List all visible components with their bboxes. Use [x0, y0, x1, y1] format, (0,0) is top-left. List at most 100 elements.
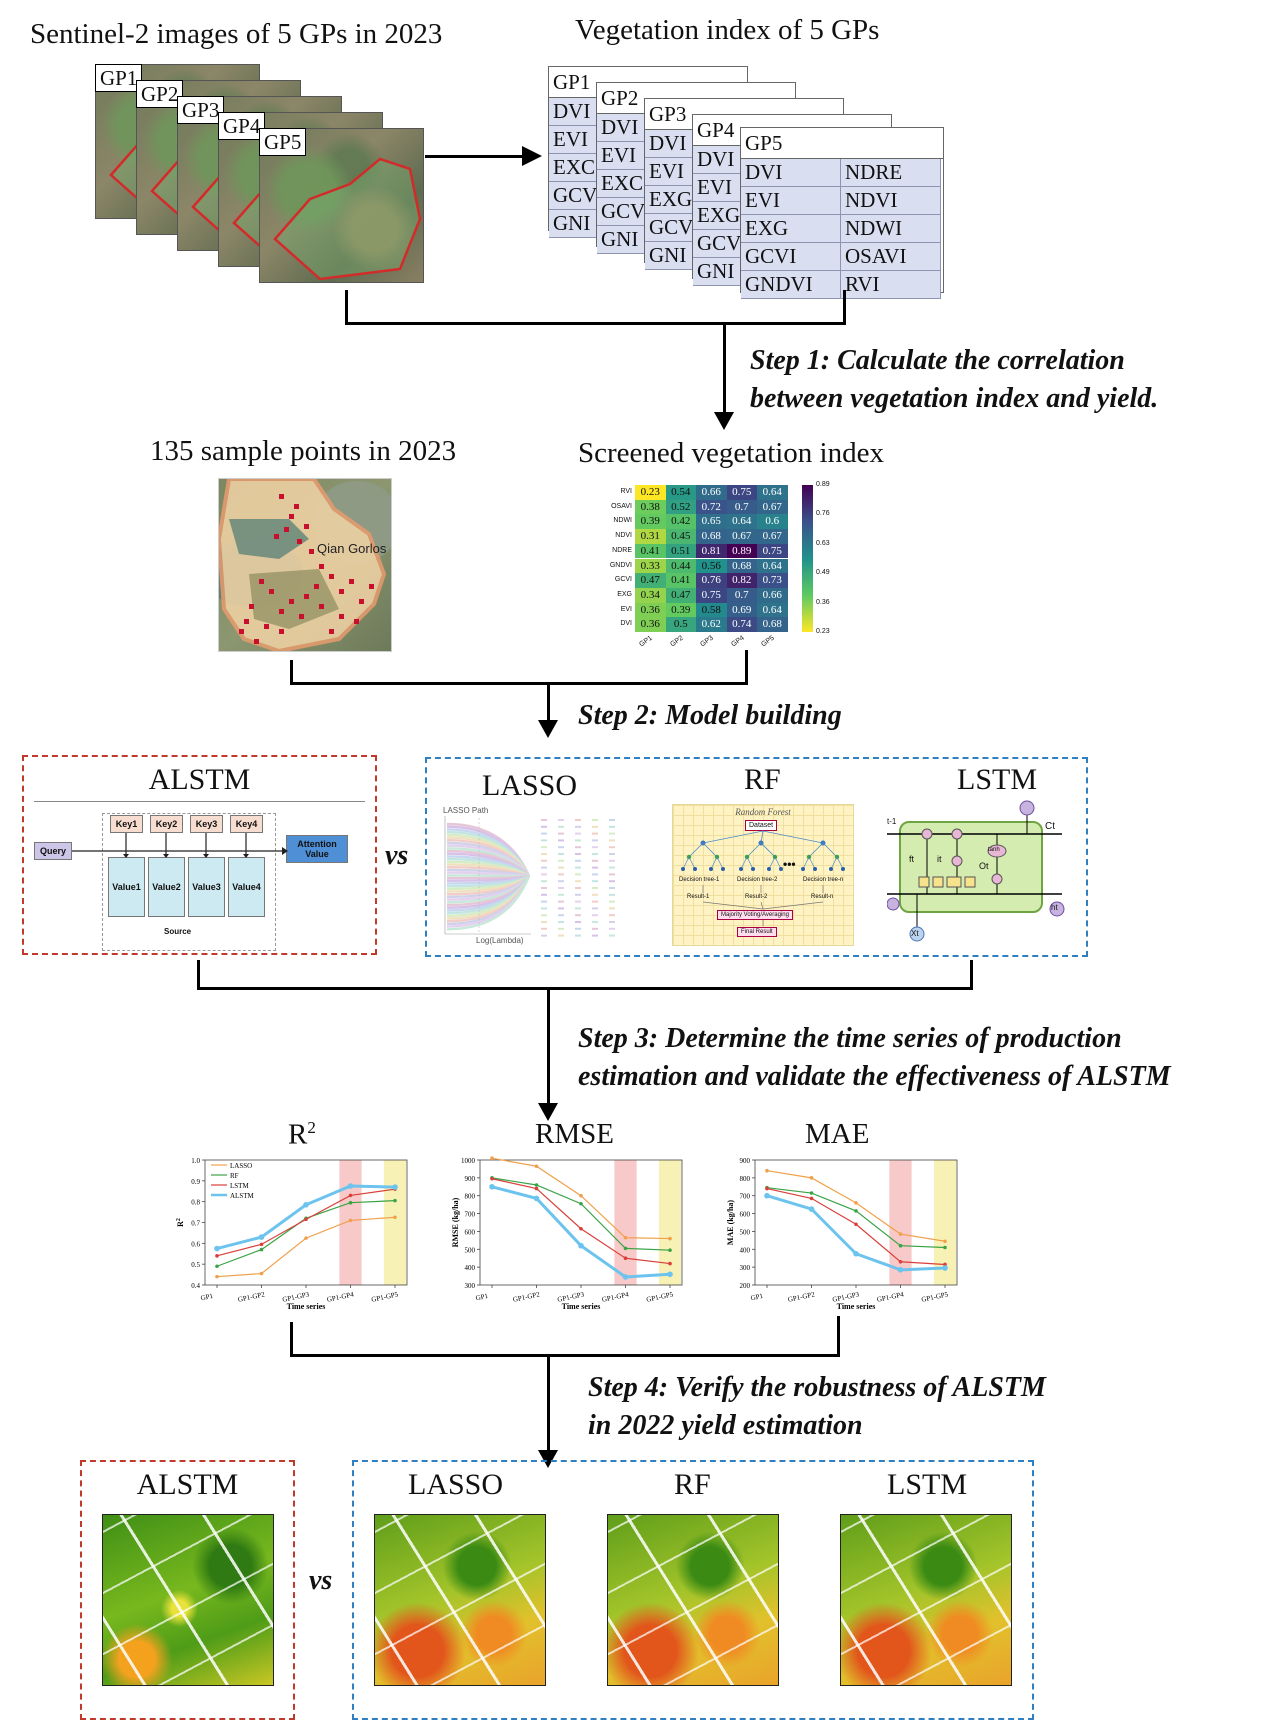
series-line-rf — [216, 1200, 396, 1267]
baseline-maps-box: LASSO RF LSTM — [352, 1460, 1034, 1720]
x-tick-label: GP1-GP2 — [787, 1290, 816, 1304]
y-tick-label: 500 — [465, 1246, 476, 1254]
data-point-rf — [623, 1246, 628, 1251]
heatmap-cell: 0.67 — [757, 529, 788, 544]
x-tick-label: GP1-GP4 — [326, 1290, 355, 1304]
sample-point — [284, 527, 289, 532]
lasso-map-title: LASSO — [408, 1468, 504, 1501]
sample-point — [339, 589, 344, 594]
heatmap-cell: 0.64 — [757, 485, 788, 500]
y-tick-label: 1.0 — [191, 1157, 200, 1165]
heatmap-cell: 0.72 — [696, 499, 727, 515]
heatmap-cell: 0.64 — [757, 602, 788, 618]
heatmap-cell: 0.7 — [726, 587, 757, 603]
map-overlay — [219, 479, 387, 651]
sample-points-map: Qian Gorlos — [218, 478, 392, 652]
data-point-alstm — [853, 1250, 859, 1257]
data-point-alstm — [347, 1183, 354, 1189]
lstm-label-ht: ht — [1051, 903, 1058, 912]
connector — [970, 960, 973, 990]
vi-cell: DVI — [741, 159, 841, 187]
step4-line1: Step 4: Verify the robustness of ALSTM — [588, 1372, 1046, 1403]
baseline-models-box: LASSO RF LSTM LASSO Path Log(Lambda) Ran… — [425, 757, 1088, 957]
sample-point — [289, 599, 294, 604]
gp-tag: GP5 — [259, 128, 307, 156]
heatmap-cell: 0.56 — [696, 558, 727, 574]
y-tick-label: 900 — [465, 1175, 476, 1183]
alstm-yield-map — [102, 1514, 274, 1686]
heatmap-cell: 0.39 — [635, 514, 666, 530]
rf-result-label: Result-2 — [745, 894, 768, 900]
heatmap-row-label: NDWI — [613, 517, 632, 525]
lstm-title: LSTM — [957, 763, 1038, 796]
data-point-rf — [348, 1200, 353, 1205]
lstm-label-ot: Ot — [979, 861, 989, 871]
heatmap-cell: 0.23 — [635, 485, 666, 500]
data-point-lstm — [215, 1254, 219, 1258]
data-point-lasso — [393, 1215, 397, 1220]
y-tick-label: 0.9 — [191, 1178, 200, 1186]
heatmap-cell: 0.58 — [696, 602, 727, 618]
sample-point — [254, 639, 259, 644]
value-box: Value4 — [228, 857, 265, 917]
heatmap-row-label: DVI — [620, 620, 632, 628]
y-axis-label-sup: 2 — [176, 1218, 182, 1221]
data-point-alstm — [897, 1267, 904, 1273]
key-box: Key4 — [230, 815, 263, 833]
y-tick-label: 300 — [465, 1282, 476, 1290]
colorbar-tick: 0.36 — [816, 598, 830, 606]
x-tick-label: GP1-GP5 — [646, 1290, 675, 1304]
heatmap-colorbar — [802, 485, 813, 632]
lasso-path-xlabel: Log(Lambda) — [476, 936, 524, 945]
data-point-alstm — [764, 1192, 770, 1199]
connector — [723, 322, 726, 414]
data-point-lasso — [943, 1239, 947, 1244]
x-tick-label: GP1-GP2 — [512, 1290, 541, 1304]
sentinel-title: Sentinel-2 images of 5 GPs in 2023 — [30, 18, 443, 50]
sample-point — [339, 614, 344, 619]
highlight-band-gp1-gp4 — [614, 1160, 637, 1285]
rf-ellipsis: ••• — [783, 857, 796, 871]
series-line-lasso — [766, 1170, 946, 1242]
rmse-chart-title: RMSE — [535, 1118, 614, 1150]
sample-point — [279, 494, 284, 499]
data-point-alstm — [667, 1271, 673, 1278]
heatmap-col-label: GP2 — [668, 634, 685, 649]
step3-line2: estimation and validate the effectivenes… — [578, 1061, 1171, 1092]
heatmap-cell: 0.68 — [757, 617, 788, 632]
lstm-label-tanh: tanh — [988, 847, 1000, 853]
lstm-yield-map — [840, 1514, 1012, 1686]
y-tick-label: 0.8 — [191, 1199, 200, 1207]
heatmap-row-label: OSAVI — [611, 502, 632, 510]
heatmap-cell: 0.68 — [696, 529, 727, 544]
step4-line2: in 2022 yield estimation — [588, 1410, 863, 1441]
sample-point — [289, 514, 294, 519]
heatmap-row-label: RVI — [620, 488, 632, 495]
rf-tree-label: Decision tree-2 — [737, 877, 778, 883]
heatmap-row-label: GNDVI — [609, 561, 632, 569]
data-point-rf — [259, 1247, 264, 1252]
vs-label-step2: vs — [385, 840, 409, 871]
vi-cell: EXG — [741, 215, 841, 243]
heatmap-row-label: NDRE — [612, 546, 632, 554]
step2-label: Step 2: Model building — [578, 700, 842, 731]
sample-point — [297, 539, 302, 544]
sample-point — [244, 619, 249, 624]
step1-line1: Step 1: Calculate the correlation — [750, 345, 1125, 376]
alstm-map-box: ALSTM — [80, 1460, 295, 1720]
satellite-image-card: GP5 — [259, 128, 424, 283]
highlight-band-gp1-gp4 — [889, 1160, 912, 1285]
data-point-alstm — [214, 1245, 220, 1252]
sample-point — [309, 549, 314, 554]
y-tick-label: 800 — [465, 1193, 476, 1201]
lstm-cell-diagram: Ct t-1 ft it Ot tanh ht Xt — [887, 799, 1067, 949]
x-tick-label: GP1-GP4 — [601, 1290, 630, 1304]
y-axis-label: MAE (kg/ha) — [726, 1200, 735, 1245]
heatmap-cell: 0.64 — [757, 558, 788, 574]
heatmap-col-label: GP3 — [699, 634, 715, 649]
sample-point — [304, 524, 309, 529]
step3-line1: Step 3: Determine the time series of pro… — [578, 1023, 1122, 1054]
